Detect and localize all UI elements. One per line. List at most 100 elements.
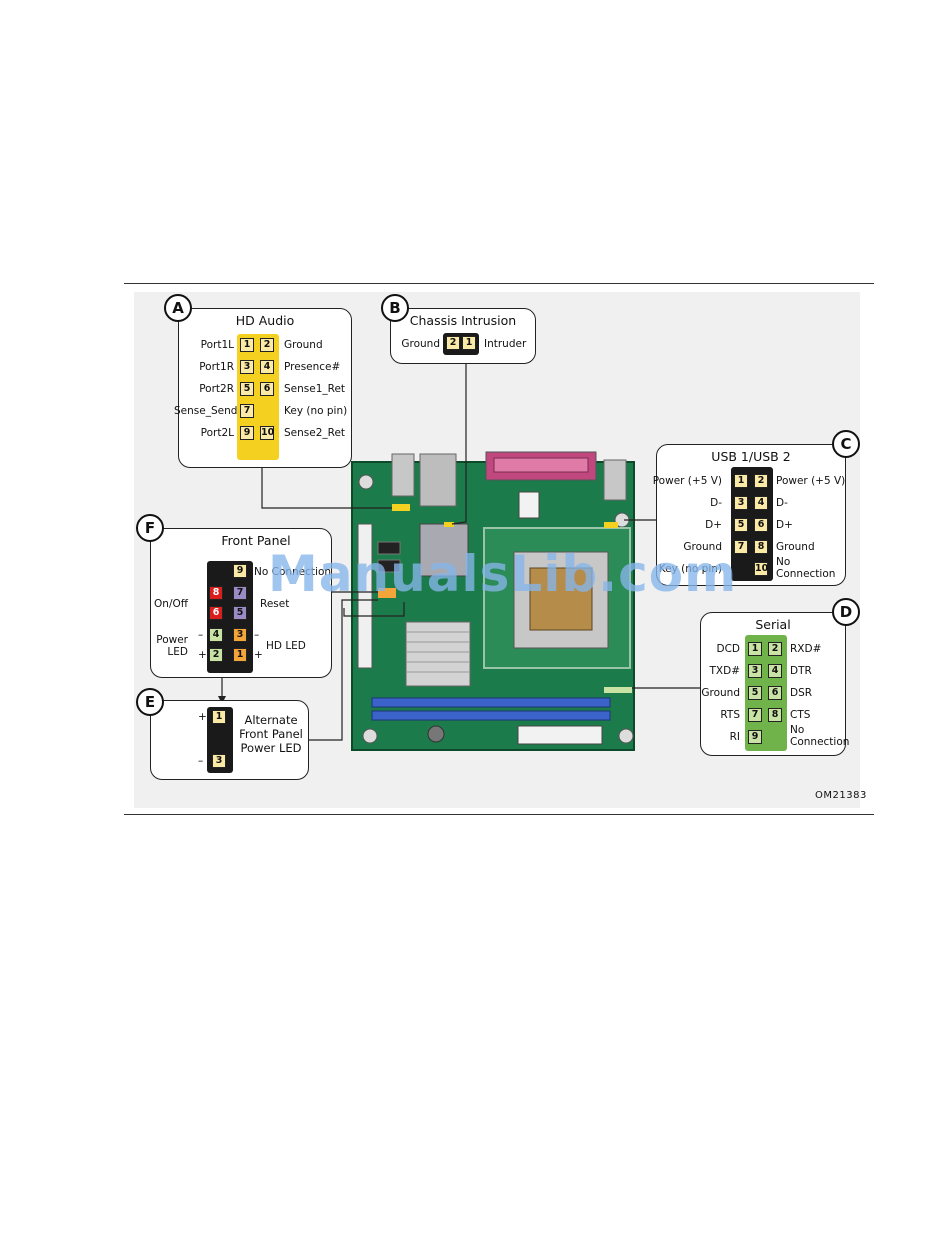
wire-a xyxy=(261,450,392,509)
front-panel-label-reset: Reset xyxy=(260,598,290,610)
usb-pin: 2 xyxy=(754,474,768,488)
usb-right-label: D+ xyxy=(776,519,793,531)
alt-led-pin: 1 xyxy=(212,710,226,724)
hd-audio-right-label: Sense2_Ret xyxy=(284,427,346,439)
front-panel-pin: 7 xyxy=(233,586,247,600)
badge-c: C xyxy=(832,430,860,458)
front-panel-pin: 1 xyxy=(233,648,247,662)
badge-e: E xyxy=(136,688,164,716)
usb-left-label: Key (no pin) xyxy=(658,563,722,575)
front-panel-pin: 2 xyxy=(209,648,223,662)
hd-audio-header xyxy=(392,504,410,511)
usb-pin: 5 xyxy=(734,518,748,532)
badge-d: D xyxy=(832,598,860,626)
usb-left-label: Power (+5 V) xyxy=(652,475,722,487)
usb-title: USB 1/USB 2 xyxy=(711,449,791,464)
front-panel-title: Front Panel xyxy=(221,533,291,548)
serial-right-label: DSR xyxy=(790,687,813,699)
usb-pin: 4 xyxy=(754,496,768,510)
rear-io-usb-lan xyxy=(419,453,457,507)
serial-left-label: TXD# xyxy=(709,665,741,677)
hd-audio-pin: 1 xyxy=(240,338,254,352)
serial-left-label: RI xyxy=(729,731,740,743)
alt-led-title-line: Alternate xyxy=(244,713,298,727)
front-panel-pin: 8 xyxy=(209,586,223,600)
usb-right-label: Connection xyxy=(776,568,836,580)
usb-right-label: Ground xyxy=(776,541,815,553)
front-panel-label-minus: – xyxy=(254,629,260,641)
serial-left-label: Ground xyxy=(701,687,740,699)
serial-pin: 2 xyxy=(768,642,782,656)
front-panel-label-plus: + xyxy=(254,649,263,661)
wire-board-fp xyxy=(343,602,405,617)
hd-audio-right-label: Ground xyxy=(284,339,323,351)
front-panel-pin: 3 xyxy=(233,628,247,642)
cpu-socket-pins xyxy=(529,567,593,631)
serial-right-label: RXD# xyxy=(790,643,822,655)
front-panel-label-power-2: LED xyxy=(167,646,188,658)
usb-left-label: Ground xyxy=(683,541,722,553)
hd-audio-pin: 4 xyxy=(260,360,274,374)
chassis-header xyxy=(444,522,454,527)
serial-title: Serial xyxy=(755,617,791,632)
atx12v-connector xyxy=(518,491,540,519)
hd-audio-pin: 3 xyxy=(240,360,254,374)
hd-audio-right-label: Presence# xyxy=(284,361,341,373)
serial-header xyxy=(604,687,632,693)
alt-led-title-line: Power LED xyxy=(240,741,302,755)
hd-audio-left-label: Port2L xyxy=(200,427,234,439)
usb-pin: 10 xyxy=(754,562,769,576)
speaker xyxy=(427,725,445,743)
front-panel-label-plus: + xyxy=(198,649,207,661)
diagram-id: OM21383 xyxy=(815,790,867,801)
chassis-left-label: Ground xyxy=(401,338,440,350)
hd-audio-pin: 6 xyxy=(260,382,274,396)
serial-pin: 7 xyxy=(748,708,762,722)
serial-right-label: DTR xyxy=(790,665,812,677)
usb-pin: 3 xyxy=(734,496,748,510)
front-panel-label-onoff: On/Off xyxy=(154,598,188,610)
top-rule xyxy=(124,283,874,284)
wire-e xyxy=(309,599,378,741)
serial-pin: 8 xyxy=(768,708,782,722)
heatsink xyxy=(405,621,471,687)
serial-left-label: RTS xyxy=(720,709,740,721)
serial-right-label: Connection xyxy=(790,736,850,748)
front-panel-pin: 6 xyxy=(209,606,223,620)
serial-pin: 6 xyxy=(768,686,782,700)
sata-connector-1 xyxy=(377,541,401,555)
usb-right-label: D- xyxy=(776,497,788,509)
chassis-pin: 2 xyxy=(446,336,460,350)
serial-pin: 3 xyxy=(748,664,762,678)
wire-b xyxy=(451,362,467,525)
callout-alt-power-led xyxy=(150,700,309,780)
hd-audio-pin: 5 xyxy=(240,382,254,396)
usb-pin: 6 xyxy=(754,518,768,532)
alt-led-sign-plus: + xyxy=(198,711,207,723)
front-panel-pin: 4 xyxy=(209,628,223,642)
hd-audio-pin: 9 xyxy=(240,426,254,440)
hd-audio-left-label: Port1L xyxy=(200,339,234,351)
watermark: ManualsLib.com xyxy=(268,545,738,603)
chassis-pin: 1 xyxy=(462,336,476,350)
usb-header xyxy=(604,522,618,528)
hd-audio-left-label: Port1R xyxy=(199,361,234,373)
hd-audio-pin: 2 xyxy=(260,338,274,352)
front-panel-label-no-connection: No Connection xyxy=(254,566,332,578)
usb-pin: 8 xyxy=(754,540,768,554)
usb-pin: 1 xyxy=(734,474,748,488)
front-panel-pin: 5 xyxy=(233,606,247,620)
hd-audio-header-body xyxy=(237,334,279,460)
badge-f: F xyxy=(136,514,164,542)
sata-connector-2 xyxy=(377,559,401,573)
motherboard-svg xyxy=(218,362,700,751)
badge-b: B xyxy=(381,294,409,322)
hd-audio-pin: 10 xyxy=(260,426,275,440)
usb-right-label: No xyxy=(776,556,791,568)
serial-pin: 9 xyxy=(748,730,762,744)
serial-right-label: No xyxy=(790,724,805,736)
pci-slot xyxy=(357,523,373,669)
dimm-slot-2 xyxy=(371,710,611,721)
dimm-slot-1 xyxy=(371,697,611,708)
hd-audio-left-label: Sense_Send xyxy=(174,405,238,417)
